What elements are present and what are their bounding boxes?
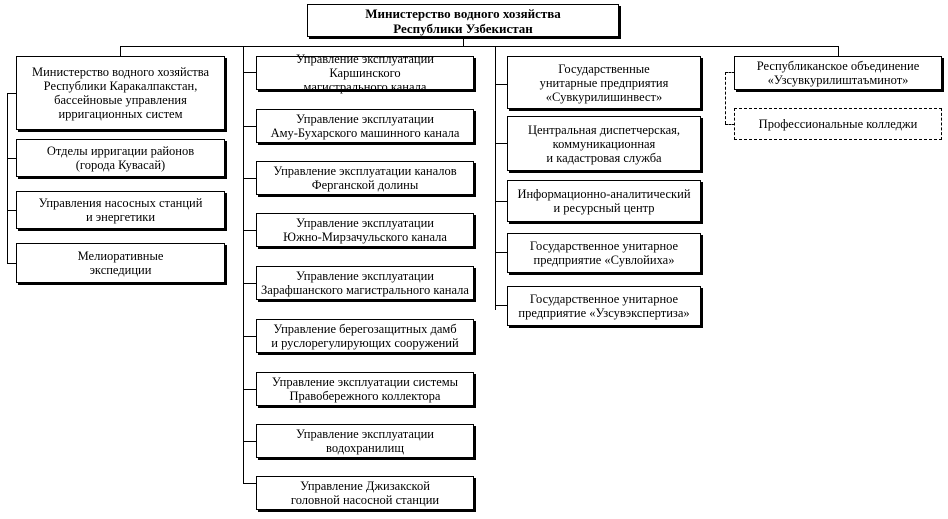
col1-box-2: Управления насосных станций и энергетики bbox=[16, 191, 225, 229]
col1-box-3: Мелиоративные экспедиции bbox=[16, 243, 225, 283]
col3-box-4: Государственное унитарное предприятие «У… bbox=[507, 286, 701, 326]
col2-box-1: Управление эксплуатации Аму-Бухарского м… bbox=[256, 109, 474, 143]
col3-label: Государственные унитарные предприятия «С… bbox=[539, 61, 669, 104]
col3-label: Государственное унитарное предприятие «У… bbox=[518, 292, 690, 320]
connector-col2-tick bbox=[243, 441, 256, 442]
col3-label: Центральная диспетчерская, коммуникацион… bbox=[527, 122, 681, 165]
connector-col4-dashed bbox=[725, 72, 726, 124]
col2-label: Управление эксплуатации водохранилищ bbox=[296, 427, 434, 455]
col2-label: Управление берегозащитных дамб и руслоре… bbox=[271, 322, 459, 350]
col2-box-7: Управление эксплуатации водохранилищ bbox=[256, 424, 474, 458]
col1-label: Управления насосных станций и энергетики bbox=[38, 196, 203, 224]
col1-label: Отделы ирригации районов (города Кувасай… bbox=[46, 144, 195, 172]
col2-label: Управление эксплуатации Аму-Бухарского м… bbox=[270, 112, 460, 140]
col2-label: Управление эксплуатации Каршинского маги… bbox=[296, 52, 434, 94]
col2-label: Управление эксплуатации Зарафшанского ма… bbox=[261, 269, 469, 297]
connector-col4-dashed-bottom bbox=[725, 124, 735, 125]
connector-col2-down bbox=[243, 46, 244, 484]
connector-col3-tick bbox=[495, 143, 507, 144]
col3-box-2: Информационно-аналитический и ресурсный … bbox=[507, 180, 701, 222]
col3-box-1: Центральная диспетчерская, коммуникацион… bbox=[507, 116, 701, 171]
connector-col1-tick bbox=[7, 93, 16, 94]
ministry-label: Министерство водного хозяйства Республик… bbox=[365, 5, 561, 36]
col2-label: Управление эксплуатации Южно-Мирзачульск… bbox=[283, 216, 447, 244]
col3-label: Информационно-аналитический и ресурсный … bbox=[517, 187, 691, 215]
col3-box-3: Государственное унитарное предприятие «С… bbox=[507, 233, 701, 273]
col2-box-4: Управление эксплуатации Зарафшанского ма… bbox=[256, 266, 474, 300]
connector-col1-bracket bbox=[7, 93, 8, 264]
connector-col2-tick bbox=[243, 283, 256, 284]
col1-label: Министерство водного хозяйства Республик… bbox=[31, 65, 210, 121]
connector-ministry-down bbox=[463, 37, 464, 46]
connector-col2-tick bbox=[243, 178, 256, 179]
col1-box-0: Министерство водного хозяйства Республик… bbox=[16, 56, 225, 130]
connector-col1-tick bbox=[7, 210, 16, 211]
col4-box-1: Профессиональные колледжи bbox=[734, 108, 942, 140]
col4-box-0: Республиканское объединение «Узсувкурили… bbox=[734, 56, 942, 90]
connector-col2-tick bbox=[243, 389, 256, 390]
ministry-box: Министерство водного хозяйства Республик… bbox=[307, 4, 619, 37]
col1-label: Мелиоративные экспедиции bbox=[77, 249, 164, 277]
col2-box-2: Управление эксплуатации каналов Ферганск… bbox=[256, 161, 474, 195]
connector-col1-down bbox=[120, 46, 121, 56]
connector-col2-tick bbox=[243, 230, 256, 231]
col4-label: Республиканское объединение «Узсувкурили… bbox=[756, 59, 920, 87]
connector-col3-tick bbox=[495, 201, 507, 202]
connector-col3-tick bbox=[495, 305, 507, 306]
col2-box-6: Управление эксплуатации системы Правобер… bbox=[256, 372, 474, 406]
connector-col1-tick bbox=[7, 158, 16, 159]
col2-label: Управление Джизакской головной насосной … bbox=[290, 479, 440, 507]
col2-label: Управление эксплуатации системы Правобер… bbox=[271, 375, 459, 403]
col4-label: Профессиональные колледжи bbox=[758, 117, 918, 131]
col2-box-3: Управление эксплуатации Южно-Мирзачульск… bbox=[256, 213, 474, 247]
col3-box-0: Государственные унитарные предприятия «С… bbox=[507, 56, 701, 109]
connector-col2-tick bbox=[243, 72, 256, 73]
col2-label: Управление эксплуатации каналов Ферганск… bbox=[273, 164, 457, 192]
connector-col1-tick bbox=[7, 263, 16, 264]
connector-col4-dashed-top bbox=[725, 72, 735, 73]
connector-col3-tick bbox=[495, 84, 507, 85]
connector-top-horizontal bbox=[120, 46, 838, 47]
connector-col2-tick bbox=[243, 336, 256, 337]
col3-label: Государственное унитарное предприятие «С… bbox=[529, 239, 679, 267]
col2-box-8: Управление Джизакской головной насосной … bbox=[256, 476, 474, 510]
connector-col3-down bbox=[495, 46, 496, 310]
connector-col2-tick bbox=[243, 483, 256, 484]
connector-col4-down bbox=[838, 46, 839, 56]
col1-box-1: Отделы ирригации районов (города Кувасай… bbox=[16, 139, 225, 177]
col2-box-5: Управление берегозащитных дамб и руслоре… bbox=[256, 319, 474, 353]
connector-col3-tick bbox=[495, 252, 507, 253]
connector-col2-tick bbox=[243, 126, 256, 127]
col2-box-0: Управление эксплуатации Каршинского маги… bbox=[256, 52, 474, 94]
